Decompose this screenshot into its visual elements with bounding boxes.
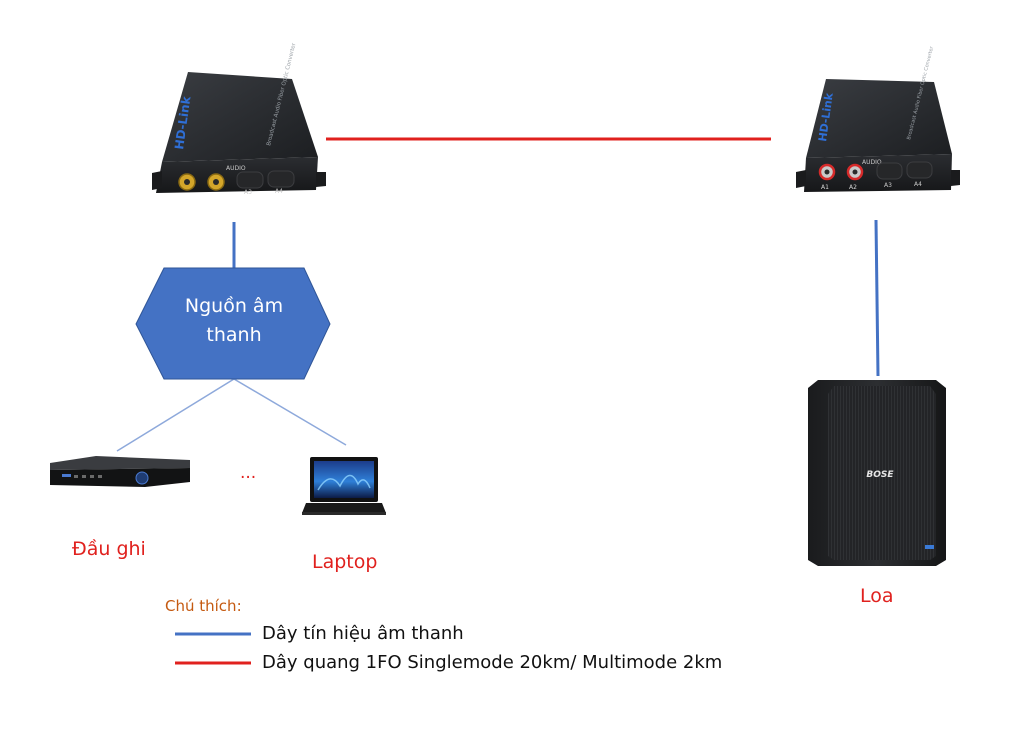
recorder-link-line: [116, 378, 235, 452]
speaker-brand-logo: BOSE: [866, 470, 894, 480]
tx-port-a3: [236, 171, 264, 189]
legend-title: Chú thích:: [165, 597, 242, 615]
rx-signal-line: [874, 219, 880, 377]
audio-source-hexagon: [135, 267, 331, 380]
laptop-device-image: [302, 457, 386, 515]
legend-fiber-text: Dây quang 1FO Singlemode 20km/ Multimode…: [262, 652, 723, 673]
more-devices-ellipsis: ...: [240, 463, 257, 483]
audio-source-label-line2: thanh: [206, 324, 262, 346]
legend-signal-text: Dây tín hiệu âm thanh: [262, 623, 464, 644]
laptop-label: Laptop: [312, 551, 378, 573]
speaker-label: Loa: [860, 585, 894, 607]
tx-port-a4-label: A4: [275, 188, 283, 195]
receiver-unit: HD-Link Broadcast Audio Fiber Optic Conv…: [796, 45, 960, 192]
rx-port-a2-label: A2: [849, 184, 857, 191]
audio-source-label: Nguồn âm thanh: [136, 292, 332, 350]
rx-port-a4-label: A4: [914, 181, 922, 188]
audio-source-label-line1: Nguồn âm: [184, 295, 284, 317]
tx-audio-label: AUDIO: [226, 165, 246, 172]
rx-port-a3: [876, 162, 903, 180]
rx-port-a4: [906, 161, 933, 179]
recorder-device-image: [50, 456, 190, 487]
speaker-device-image: BOSE: [808, 380, 946, 566]
rx-port-a1-label: A1: [821, 184, 829, 191]
tx-port-a4: [267, 170, 295, 188]
rx-audio-label: AUDIO: [862, 159, 882, 166]
laptop-link-line: [233, 378, 347, 446]
transmitter-unit: HD-Link Broadcast Audio Fiber Optic Conv…: [152, 42, 326, 196]
rx-port-a3-label: A3: [884, 182, 892, 189]
recorder-label: Đầu ghi: [72, 538, 146, 560]
tx-port-a3-label: A3: [244, 189, 252, 196]
